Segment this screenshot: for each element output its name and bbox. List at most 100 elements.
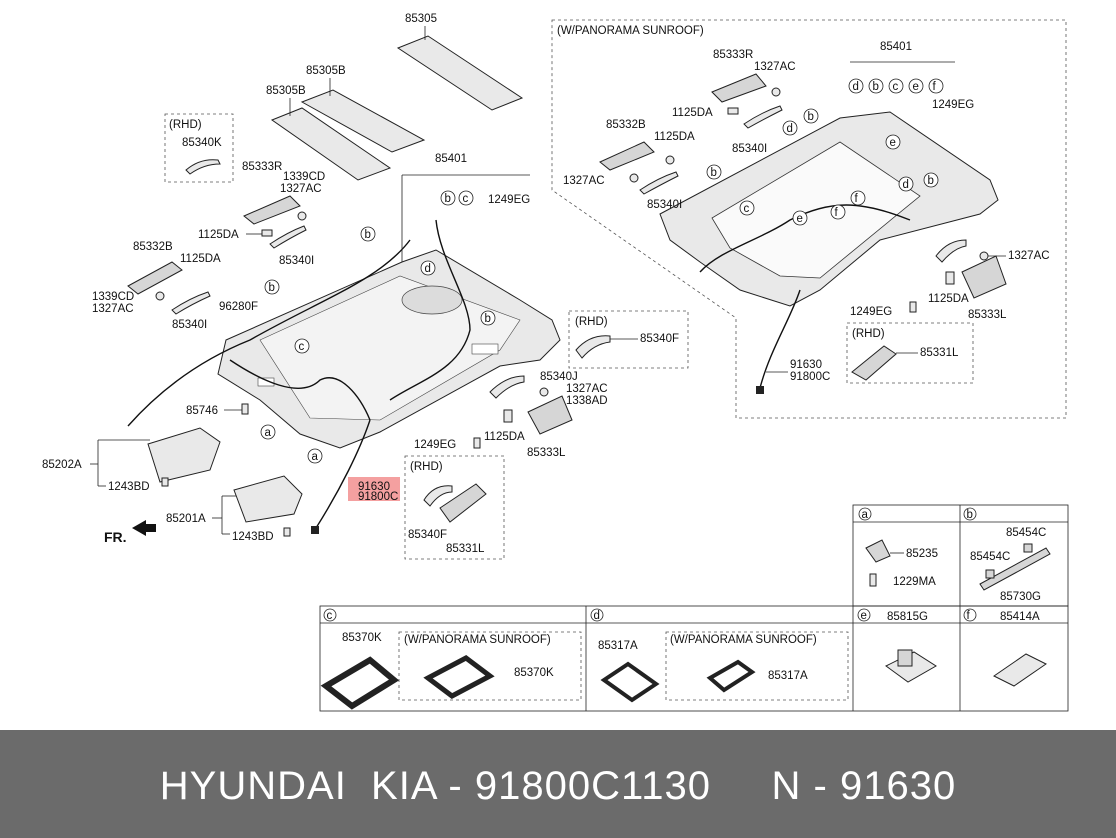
label-1327ac-b3: 1327AC	[1008, 250, 1050, 262]
label-85340i-b1: 85340I	[732, 143, 767, 155]
callout-f-p1: f	[850, 190, 866, 206]
callout-d-p1: d	[782, 120, 798, 136]
callout-d-left: d	[420, 260, 436, 276]
trim-ring-85370k-1	[320, 656, 400, 710]
label-91630-highlight: 91630	[358, 481, 390, 493]
callout-b-left-3: b	[480, 310, 496, 326]
label-85332b-b: 85332B	[606, 119, 646, 131]
svg-text:d: d	[853, 81, 859, 93]
label-85340f-1: 85340F	[640, 333, 679, 345]
label-85332b: 85332B	[133, 241, 173, 253]
svg-text:e: e	[797, 213, 803, 225]
svg-text:b: b	[967, 509, 973, 521]
screw-1125da-b3	[945, 271, 955, 285]
callout-c-b-top: c	[888, 78, 904, 94]
svg-text:f: f	[835, 207, 839, 219]
assist-handle-85340f-1	[575, 335, 611, 359]
svg-text:b: b	[445, 193, 451, 205]
front-arrow-icon	[132, 520, 156, 536]
label-1125da-1: 1125DA	[198, 229, 239, 241]
callout-c-left-1: c	[458, 190, 474, 206]
panorama-sunroof-box	[551, 19, 1067, 419]
label-1327ac-1: 1327AC	[280, 183, 322, 195]
pad-85414a	[993, 653, 1047, 687]
sunvisor-85202a	[147, 427, 221, 483]
label-1327ac-3: 1327AC	[566, 383, 608, 395]
table-c-panorama: (W/PANORAMA SUNROOF)	[404, 634, 551, 646]
clip-1125da-b2	[665, 155, 675, 165]
svg-text:a: a	[312, 451, 319, 463]
callout-c-p1: c	[739, 200, 755, 216]
callout-d-b-top: d	[848, 78, 864, 94]
screw-1125da-1	[261, 229, 273, 237]
bracket-85332b-b	[599, 141, 655, 171]
svg-text:d: d	[425, 263, 431, 275]
callout-b-left-2: b	[264, 279, 280, 295]
label-1243bd-2: 1243BD	[232, 531, 274, 543]
table-b-part-85454c-1: 85454C	[1006, 527, 1046, 539]
table-d-panorama: (W/PANORAMA SUNROOF)	[670, 634, 817, 646]
label-1125da-3: 1125DA	[484, 431, 525, 443]
table-header-b: b	[963, 507, 977, 521]
svg-text:b: b	[269, 282, 275, 294]
svg-text:e: e	[913, 81, 919, 93]
svg-text:b: b	[808, 111, 814, 123]
table-a-part-1229ma: 1229MA	[893, 576, 936, 588]
label-rhd-2: (RHD)	[575, 316, 608, 328]
label-1339cd-2: 1339CD	[92, 291, 134, 303]
label-1125da-2: 1125DA	[180, 253, 221, 265]
screw-1229ma	[869, 573, 877, 587]
clip-85815g-body	[897, 649, 913, 667]
svg-text:c: c	[463, 193, 469, 205]
assist-handle-85340i-2	[171, 291, 211, 315]
bracket-85333r	[243, 195, 301, 225]
assist-handle-85340k	[185, 159, 221, 175]
svg-text:a: a	[862, 509, 869, 521]
assist-handle-85340i-b1	[743, 105, 783, 129]
label-85305b-1: 85305B	[306, 65, 346, 77]
label-1327ac-b2: 1327AC	[563, 175, 605, 187]
label-85340j: 85340J	[540, 371, 578, 383]
callout-f-p2: f	[830, 204, 846, 220]
screw-1249eg-2	[473, 437, 481, 449]
label-1249eg-b1: 1249EG	[932, 99, 974, 111]
bracket-85333r-b	[711, 73, 767, 103]
screw-1125da-b1	[727, 107, 739, 115]
label-85333r-b: 85333R	[713, 49, 753, 61]
lamp-bezel-85317a-1	[600, 661, 660, 703]
table-header-f: f	[963, 608, 977, 622]
rhd-box-4	[846, 322, 974, 384]
svg-text:c: c	[893, 81, 899, 93]
assist-handle-85340i-b2	[639, 171, 679, 195]
label-85333l-1: 85333L	[527, 447, 566, 459]
label-1125da-b3: 1125DA	[928, 293, 969, 305]
label-91800c-highlight: 91800C	[358, 491, 398, 503]
label-1125da-b1: 1125DA	[672, 107, 713, 119]
label-85340f-2: 85340F	[408, 529, 447, 541]
label-85340i-1: 85340I	[279, 255, 314, 267]
svg-text:e: e	[890, 137, 896, 149]
label-1339cd-1: 1339CD	[283, 171, 325, 183]
label-rhd-3: (RHD)	[410, 461, 443, 473]
callout-c-left-2: c	[294, 338, 310, 354]
strip-85730g	[979, 547, 1051, 591]
label-1243bd-1: 1243BD	[108, 481, 150, 493]
parts-diagram: 85305 85305B 85305B (RHD) 85340K 85333R …	[42, 13, 1069, 712]
callout-b-p1: b	[803, 108, 819, 124]
footer-banner: HYUNDAI KIA - 91800C1130 N - 91630	[0, 730, 1116, 838]
table-a-part-85235: 85235	[906, 548, 938, 560]
svg-text:d: d	[787, 123, 793, 135]
table-b-part-85730g: 85730G	[1000, 591, 1041, 603]
label-1327ac-b1: 1327AC	[754, 61, 796, 73]
roof-pad-85305b-upper	[300, 89, 426, 153]
sunvisor-85201a	[233, 475, 303, 523]
label-85340i-2: 85340I	[172, 319, 207, 331]
callout-b-left-4: b	[440, 190, 456, 206]
rhd-box-3	[404, 455, 505, 560]
svg-text:b: b	[928, 175, 934, 187]
callout-b-p3: b	[923, 172, 939, 188]
callout-b-p2: b	[706, 164, 722, 180]
assist-handle-85340f-2	[423, 485, 453, 507]
label-85331l-1: 85331L	[446, 543, 485, 555]
label-85305b-2: 85305B	[266, 85, 306, 97]
